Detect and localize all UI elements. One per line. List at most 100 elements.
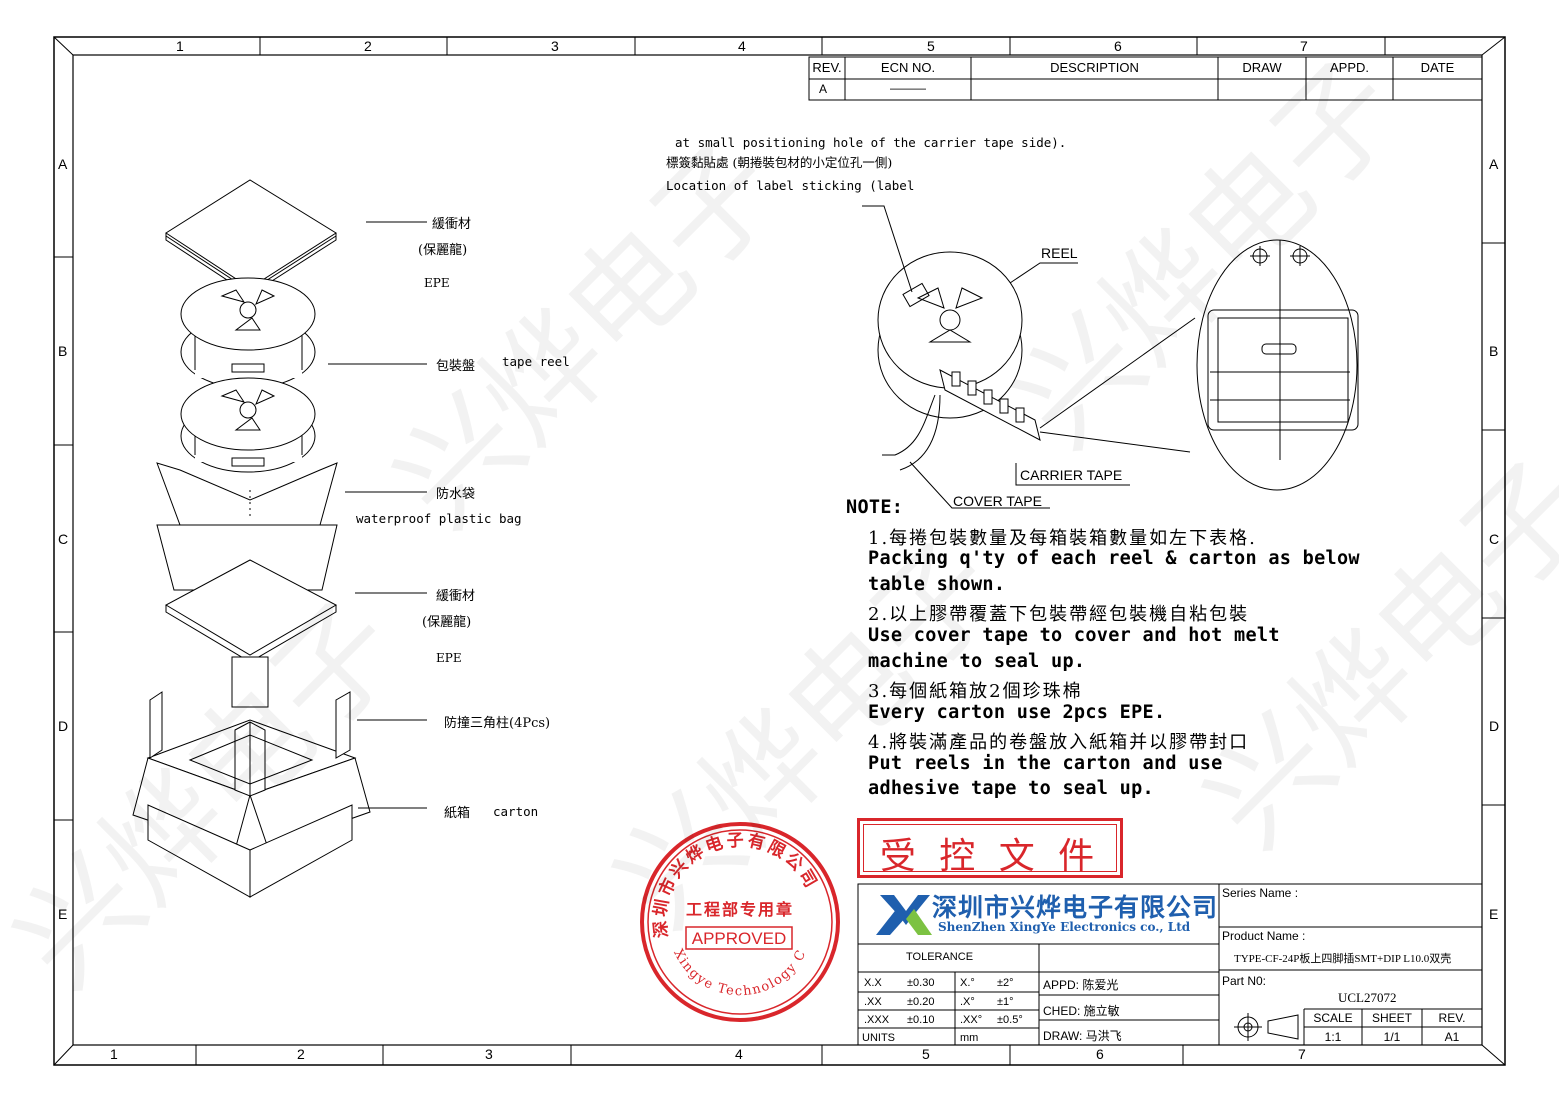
cushion-bottom-label: 緩衝材	[436, 589, 476, 604]
company-name-cn: 深圳市兴烨电子有限公司	[932, 893, 1219, 922]
row-label: B	[58, 343, 68, 359]
note-2-en-1: Use cover tape to cover and hot melt	[868, 625, 1280, 646]
zone-label: 1	[176, 38, 184, 54]
row-label: A	[58, 156, 68, 172]
seal-approved-text: APPROVED	[692, 929, 786, 948]
controlled-document-stamp: 受 控 文 件	[857, 818, 1123, 878]
units-value: mm	[960, 1032, 979, 1044]
row-label: E	[1489, 906, 1499, 922]
tol-cell: ±0.30	[907, 977, 935, 989]
top-zone-labels: 1 2 3 4 5 6 7	[54, 38, 1505, 56]
company-seal: 深圳市兴烨电子有限公司 Xingye Technology Co.,Ltd 工程…	[638, 817, 840, 1022]
product-name: TYPE-CF-24P板上四脚插SMT+DIP L10.0双壳	[1234, 953, 1452, 965]
zone-label: 7	[1300, 38, 1308, 54]
note-1-en-2: table shown.	[868, 574, 1006, 595]
company-name-en: ShenZhen XingYe Electronics co., Ltd	[938, 920, 1191, 934]
scale-label: SCALE	[1313, 1011, 1353, 1025]
rev-value: A	[818, 82, 827, 96]
row-label: B	[1489, 343, 1499, 359]
note-1-cn: 1.每捲包裝數量及每箱裝箱數量如左下表格.	[868, 528, 1257, 549]
zone-label: 4	[738, 38, 746, 54]
zone-label: 6	[1096, 1046, 1104, 1062]
cushion-bottom-en: EPE	[436, 651, 462, 665]
tol-cell: ±2°	[997, 977, 1014, 989]
tol-cell: ±0.20	[907, 996, 935, 1008]
reel-callout: REEL	[1041, 245, 1078, 261]
draw-field: DRAW: 马洪飞	[1043, 1029, 1122, 1043]
zone-label: 2	[297, 1046, 305, 1062]
zone-label: 1	[110, 1046, 118, 1062]
row-label: D	[58, 718, 69, 734]
carton-label: 紙箱	[444, 806, 471, 821]
tol-cell: .X°	[960, 996, 975, 1008]
row-label: C	[1489, 531, 1500, 547]
seal-center-text: 工程部专用章	[686, 900, 794, 919]
zone-label: 5	[927, 38, 935, 54]
label-location-line3: Location of label sticking (label	[666, 178, 915, 193]
bag-label: 防水袋	[436, 487, 476, 502]
row-label: C	[58, 531, 69, 547]
carton-label-en: carton	[493, 804, 539, 819]
notes-title: NOTE:	[846, 497, 904, 518]
controlled-document-text: 受 控 文 件	[879, 836, 1101, 877]
note-3-cn: 3.每個紙箱放2個珍珠棉	[868, 681, 1083, 702]
zone-label: 4	[735, 1046, 743, 1062]
sheet-label: SHEET	[1371, 1011, 1412, 1025]
part-number: UCL27072	[1338, 990, 1397, 1005]
ecn-value: ———	[890, 81, 926, 95]
zone-label: 7	[1298, 1046, 1306, 1062]
rev-label: REV.	[1438, 1011, 1466, 1025]
note-4-cn: 4.將裝滿產品的卷盤放入紙箱并以膠帶封口	[868, 732, 1250, 753]
note-3-en: Every carton use 2pcs EPE.	[868, 702, 1166, 723]
rev-header: REV.	[812, 60, 842, 75]
series-label: Series Name :	[1222, 886, 1299, 900]
tol-cell: X.X	[864, 977, 882, 989]
date-header: DATE	[1420, 60, 1455, 75]
label-location-line2: 標簽黏貼處 (朝捲裝包材的小定位孔一側)	[666, 155, 893, 170]
appd-field: APPD: 陈爱光	[1043, 978, 1119, 992]
label-location-line1: at small positioning hole of the carrier…	[675, 135, 1067, 150]
tol-cell: ±0.10	[907, 1014, 935, 1026]
zone-label: 2	[364, 38, 372, 54]
bottom-zone-labels: 1 2 3 4 5 6 7	[54, 1046, 1505, 1064]
reel-label-en: tape reel	[502, 354, 570, 369]
row-label: A	[1489, 156, 1499, 172]
bag-label-en: waterproof plastic bag	[356, 511, 522, 526]
tol-cell: ±1°	[997, 996, 1014, 1008]
tol-cell: ±0.5°	[997, 1014, 1023, 1026]
tol-cell: X.°	[960, 977, 975, 989]
zone-label: 6	[1114, 38, 1122, 54]
zone-label: 3	[551, 38, 559, 54]
cushion-bottom-paren: (保麗龍)	[422, 615, 472, 630]
sheet-value: 1/1	[1383, 1030, 1401, 1044]
note-4-en-2: adhesive tape to seal up.	[868, 778, 1154, 799]
reel-label: 包裝盤	[436, 359, 476, 374]
row-label: D	[1489, 718, 1500, 734]
note-2-en-2: machine to seal up.	[868, 651, 1086, 672]
zone-label: 5	[922, 1046, 930, 1062]
ched-field: CHED: 施立敏	[1043, 1004, 1120, 1018]
cushion-top-label: 緩衝材	[432, 217, 472, 232]
rev-value: A1	[1444, 1030, 1460, 1044]
scale-value: 1:1	[1324, 1030, 1342, 1044]
description-header: DESCRIPTION	[1050, 60, 1139, 75]
draw-header: DRAW	[1242, 60, 1282, 75]
units-label: UNITS	[862, 1032, 895, 1044]
cushion-top-en: EPE	[424, 276, 450, 290]
projection-symbol-icon	[1234, 1013, 1299, 1041]
row-label: E	[58, 906, 68, 922]
part-label: Part N0:	[1222, 974, 1267, 988]
note-1-en-1: Packing q'ty of each reel & carton as be…	[868, 548, 1360, 569]
tol-cell: .XX°	[960, 1014, 983, 1026]
tolerance-header: TOLERANCE	[906, 951, 974, 963]
carrier-tape-callout: CARRIER TAPE	[1020, 467, 1123, 483]
tol-cell: .XXX	[864, 1014, 890, 1026]
product-label: Product Name :	[1222, 929, 1306, 943]
cover-tape-callout: COVER TAPE	[953, 493, 1042, 509]
zone-label: 3	[485, 1046, 493, 1062]
company-logo-icon	[876, 895, 932, 935]
appd-header: APPD.	[1329, 60, 1369, 75]
corner-post-label: 防撞三角柱(4Pcs)	[444, 716, 551, 731]
tol-cell: .XX	[864, 996, 882, 1008]
